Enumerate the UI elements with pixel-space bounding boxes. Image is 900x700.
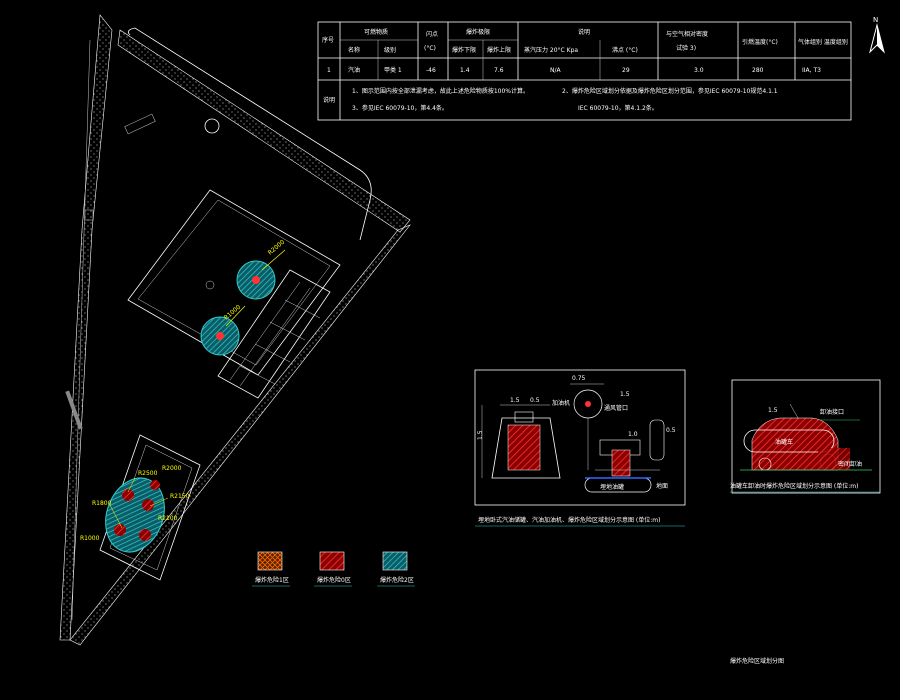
dim-r1000-b: R1000 <box>80 535 100 542</box>
legend-swatch-zone2 <box>382 551 408 571</box>
td-name: 汽油 <box>348 66 360 74</box>
detail1-dim-e: 1.5 <box>620 391 630 398</box>
detail1-tank-zone <box>611 449 631 477</box>
property-table: 序号 可燃物质 名称 级别 闪点 (°C) 爆炸极限 爆炸下限 爆炸上限 说明 … <box>317 21 852 121</box>
detail2-dim-a: 1.5 <box>768 407 778 414</box>
td-seq: 1 <box>327 67 331 74</box>
site-boundary-right <box>117 29 411 233</box>
detail1-dim-b: 1.5 <box>510 397 520 404</box>
detail2-label-b: 油罐车 <box>775 438 793 446</box>
site-stair <box>65 390 83 430</box>
td-autoignite: 280 <box>752 67 764 74</box>
legend-label-zone2: 爆炸危险2区 <box>380 576 414 584</box>
site-boundary-band <box>59 14 113 641</box>
tank-zone0-5 <box>150 480 160 490</box>
legend-swatch-zone1 <box>257 551 283 571</box>
th-seq: 序号 <box>322 36 334 44</box>
legend-label-zone0: 爆炸危险0区 <box>317 576 351 584</box>
th-lower: 爆炸下限 <box>452 46 476 54</box>
note-2: 2、爆炸危险区域划分依据及爆炸危险区划分范围，参见IEC 60079-10规范4… <box>562 87 778 95</box>
note-3: 3、参见IEC 60079-10，第4.4条。 <box>352 104 448 112</box>
th-level: 级别 <box>384 46 396 54</box>
tank-dimension-labels: R2500 R2000 R2150 R2100 R1800 R1000 <box>80 465 190 542</box>
th-density2: 试验 3) <box>676 44 696 52</box>
site-feature-1 <box>84 209 94 221</box>
notes-label: 说明 <box>323 96 335 104</box>
site-boundary-bottom <box>69 224 411 646</box>
th-density: 与空气相对密度 <box>666 30 708 38</box>
th-note: 说明 <box>578 28 590 36</box>
station-building <box>217 269 331 399</box>
legend-swatch-zone0 <box>319 551 345 571</box>
td-group: IIA, T3 <box>802 67 821 74</box>
td-pressure: N/A <box>550 67 562 74</box>
north-label: N <box>873 16 878 24</box>
detail1-dim-a: 1.5 <box>477 430 484 440</box>
td-upper: 7.6 <box>494 67 504 74</box>
detail1-dispenser-zone <box>507 424 541 471</box>
site-well <box>204 118 220 134</box>
dim-r2000-top: R2000 <box>267 239 287 257</box>
tank-zone0-3 <box>114 524 126 536</box>
th-upper: 爆炸上限 <box>487 46 511 54</box>
td-level: 甲类 1 <box>384 66 402 74</box>
site-bench <box>124 113 156 135</box>
th-autoignite: 引燃温度(°C) <box>742 38 778 46</box>
td-flash: -46 <box>426 67 436 74</box>
detail2-caption: 油罐车卸油时爆炸危险区域划分示意图 (单位:m) <box>730 482 858 490</box>
td-temp: 29 <box>622 67 630 74</box>
detail1-dim-g: 0.5 <box>666 427 676 434</box>
th-explosion: 爆炸极限 <box>466 28 490 36</box>
td-density: 3.0 <box>694 67 704 74</box>
canopy-column <box>205 280 215 290</box>
tank-zone0-1 <box>122 489 134 501</box>
detail1-caption: 埋地卧式汽油储罐、汽油加油机、爆炸危险区域划分示意图 (单位:m) <box>478 516 660 524</box>
note-4: IEC 60079-10，第4.1.2条。 <box>578 104 658 112</box>
dim-r1800: R1800 <box>92 500 112 507</box>
tank-zone0-4 <box>139 529 151 541</box>
dim-r2500: R2500 <box>138 470 158 477</box>
dim-r2150: R2150 <box>170 493 190 500</box>
detail1-ground-label: 地面 <box>656 482 668 490</box>
th-temp: 沸点 (°C) <box>612 46 638 54</box>
site-plan: R2000 R1000 R2500 R2000 R2150 R2100 R180… <box>59 14 411 646</box>
detail2-label-d: 密闭卸油 <box>838 460 862 468</box>
th-name: 名称 <box>348 46 360 54</box>
dispenser-zone1-1 <box>252 276 260 284</box>
north-arrow: N <box>869 16 885 54</box>
site-road-edge <box>127 27 372 241</box>
drawing-footer-title: 爆炸危险区域划分图 <box>730 657 784 665</box>
station-canopy-inner <box>137 199 331 366</box>
th-flash: 闪点 <box>426 30 438 38</box>
td-lower: 1.4 <box>460 67 470 74</box>
detail-1: 1.5 1.5 0.5 加油机 0.75 通风管口 1.5 0.5 1.0 埋地… <box>474 369 686 527</box>
detail1-tank-label: 埋地油罐 <box>600 483 624 491</box>
th-flash-unit: (°C) <box>424 45 436 52</box>
detail1-dim-c: 0.5 <box>530 397 540 404</box>
detail2-label-c: 卸油接口 <box>820 408 844 416</box>
detail1-dim-f: 1.0 <box>628 431 638 438</box>
th-group: 气体组别 温度组别 <box>798 38 848 46</box>
note-1: 1、图示范围内按全部泄漏考虑，故此上述危险物质按100%计算。 <box>352 87 529 95</box>
detail1-dim-d: 0.75 <box>572 375 586 382</box>
legend: 爆炸危险1区 爆炸危险0区 爆炸危险2区 <box>252 551 415 587</box>
detail2-zone1 <box>751 417 839 471</box>
th-material: 可燃物质 <box>364 28 388 36</box>
th-pressure: 蒸汽压力 20°C Kpa <box>524 46 578 54</box>
dim-r2100: R2100 <box>158 515 178 522</box>
dim-r2000-b: R2000 <box>162 465 182 472</box>
detail2-truck-tank <box>743 429 835 453</box>
tank-zone0-2 <box>142 499 154 511</box>
detail1-dispenser-label: 加油机 <box>552 399 570 407</box>
site-inner-line <box>71 39 91 621</box>
detail1-vent-label: 通风管口 <box>604 404 628 412</box>
dispenser-zone1-2 <box>216 332 224 340</box>
legend-label-zone1: 爆炸危险1区 <box>255 576 289 584</box>
detail-2: 1.5 卸油接口 密闭卸油 油罐车 油罐车卸油时爆炸危险区域划分示意图 (单位:… <box>730 379 881 494</box>
